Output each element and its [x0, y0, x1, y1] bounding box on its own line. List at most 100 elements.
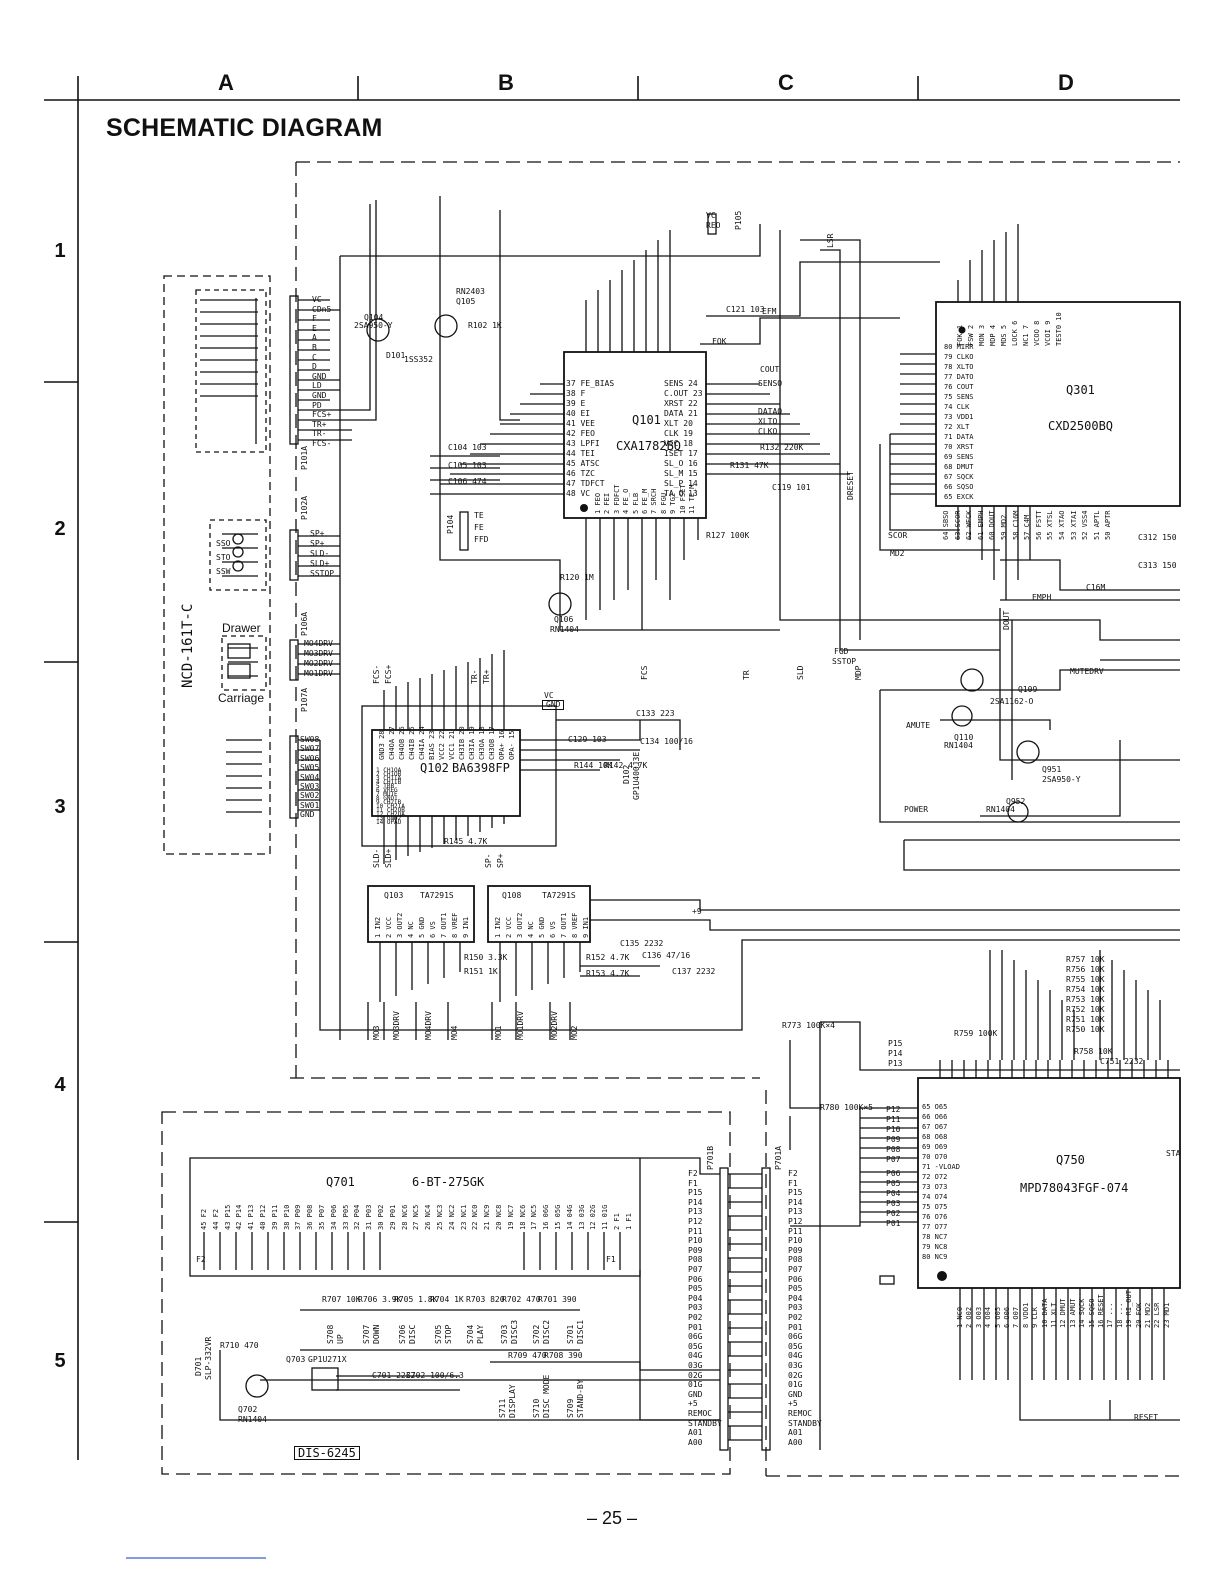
p107a-pin: SW03 — [300, 782, 320, 791]
switch-name: DISC2 — [542, 1319, 551, 1344]
q108-pin: 1 IN2 — [494, 916, 502, 938]
q301-pin: 55 XTSL — [1046, 510, 1055, 540]
q101-pin: 37 FE_BIAS — [566, 379, 615, 388]
p107a-pin: SW02 — [300, 791, 320, 801]
q108-pin: 2 VCC — [505, 916, 513, 938]
p107a-pin: SW07 — [300, 744, 320, 754]
q102-pin: 11 CH2OB — [376, 807, 405, 814]
q101-pin: 42 FEO — [566, 429, 595, 438]
net-mo2: MO2 — [570, 1025, 579, 1040]
p107a-pin: SW04 — [300, 772, 320, 782]
q301-pin: 64 SBSO — [942, 510, 950, 540]
q750-pin: 69 O69 — [922, 1143, 948, 1151]
row-number-5: 5 — [54, 1350, 66, 1372]
p701a-pin: P07 — [788, 1265, 803, 1274]
q750-ref: Q750 — [1056, 1153, 1085, 1167]
q101-pin: 7 SRCH — [650, 488, 659, 514]
switch-ref: S708 — [326, 1324, 335, 1344]
display-resistor: R702 470 — [502, 1295, 541, 1304]
p101a-pin: GND — [312, 371, 327, 381]
capacitor-c312: C312 150 — [1138, 533, 1177, 542]
net-p03: P03 — [886, 1199, 901, 1208]
display-resistor: R709 470 — [508, 1351, 547, 1360]
q301-pin: 73 VDD1 — [944, 413, 974, 421]
p701a-pin: P13 — [788, 1207, 803, 1217]
net-p10: P10 — [886, 1125, 901, 1134]
p701a-pin: 05G — [788, 1341, 803, 1351]
net-xlto: XLTO — [758, 417, 778, 426]
d701-ref: D701 — [194, 1356, 203, 1376]
net-mo4: MO4 — [450, 1025, 459, 1040]
q701-pin: 13 03G — [577, 1204, 586, 1230]
p701a-pin: STANDBY — [788, 1418, 822, 1428]
net-datao: DATAO — [758, 407, 783, 416]
q750-pin: 3 O03 — [974, 1306, 983, 1328]
net-f1: F1 — [606, 1255, 616, 1264]
q952-ref: Q952 — [1006, 797, 1026, 806]
q750-pin: 22 LSR — [1153, 1302, 1162, 1328]
q102-ref: Q102 — [420, 761, 449, 775]
q101-part: CXA1782BQ — [616, 439, 682, 453]
q101-pin: XLT 20 — [664, 419, 693, 428]
p106a-pin: MO2DRV — [304, 659, 333, 668]
q101-pin: C.OUT 23 — [664, 389, 703, 398]
p701b-pin: A00 — [688, 1437, 703, 1447]
q108-ref: Q108 — [502, 891, 522, 900]
q301-pin: 62 WFCK — [965, 510, 974, 540]
display-resistor: R701 390 — [538, 1295, 577, 1304]
capacitor-c106: C106 474 — [448, 477, 487, 486]
p701b-pin: REMOC — [688, 1409, 713, 1418]
resistor-array-item: R757 10K — [1066, 955, 1105, 964]
q301-pin: 74 CLK — [944, 403, 970, 411]
q301-pin: VCOI 9 — [1044, 320, 1052, 346]
p107a-pin: SW01 — [300, 800, 320, 810]
switch-ref: S707 — [362, 1324, 371, 1344]
net-mutedrv: MUTEDRV — [1070, 667, 1104, 676]
q101-pin: SENS 24 — [664, 379, 698, 388]
p701b-pin: P05 — [688, 1284, 703, 1294]
d101-ref: D101 — [386, 351, 406, 360]
p104-pin: FE — [474, 523, 484, 532]
p101a-pin: PD — [312, 400, 322, 410]
q701-pin: 27 NC5 — [412, 1204, 421, 1230]
p106a-ref: P106A — [300, 611, 309, 636]
row-number-1: 1 — [54, 240, 66, 262]
q101-pin: 2 FEI — [603, 492, 612, 514]
q104-part: 2SA950-Y — [354, 321, 393, 330]
q101-pin: SL_O 16 — [664, 459, 698, 468]
net-mo1: MO1 — [494, 1025, 503, 1040]
q301-pin: 56 FSTT — [1034, 510, 1043, 540]
p701b-pin: P13 — [688, 1207, 703, 1217]
resistor-array-item: R753 10K — [1066, 995, 1105, 1004]
net-f2: F2 — [196, 1255, 206, 1264]
net-fok: FOK — [712, 337, 727, 346]
q102-pin: 3 CH1IA — [376, 775, 402, 782]
q750-pin: 77 O77 — [922, 1223, 948, 1231]
q750-pin: 8 VDD1 — [1021, 1302, 1030, 1328]
q301-pin: VCOO 8 — [1033, 320, 1041, 346]
p104-pin: FFD — [474, 535, 489, 544]
q701-pin: 34 P06 — [329, 1204, 338, 1230]
q103-pin: 5 GND — [418, 916, 426, 938]
q101-pin: 4 FE_O — [622, 488, 631, 514]
net-p06: P06 — [886, 1169, 901, 1178]
display-resistor: R707 10K — [322, 1295, 361, 1304]
q701-pin: 17 NC5 — [530, 1204, 539, 1230]
p101a-ref: P101A — [300, 445, 309, 470]
q101-pin: SL_M 15 — [664, 469, 698, 478]
net-reset: RESET — [1134, 1413, 1159, 1422]
capacitor-c133: C133 223 — [636, 709, 675, 718]
q103-pin: 4 NC — [407, 921, 415, 938]
net-p05: P05 — [886, 1179, 901, 1188]
q102-pin: CH4IA 24 — [418, 726, 426, 760]
q701-part: 6-BT-275GK — [412, 1175, 485, 1189]
q750-pin: 10 DATA — [1040, 1298, 1049, 1328]
resistor-r780: R780 100K×5 — [820, 1103, 873, 1112]
net-fcs-minus: FCS- — [372, 664, 381, 684]
q301-pin: 60 DOUT — [988, 510, 997, 540]
q102-pin: 8 GND1 — [376, 795, 398, 802]
net-p14: P14 — [888, 1049, 903, 1058]
p701b-pin: P10 — [688, 1236, 703, 1246]
p107a-pin: SW06 — [300, 753, 320, 763]
p701b-pin: P02 — [688, 1313, 703, 1322]
